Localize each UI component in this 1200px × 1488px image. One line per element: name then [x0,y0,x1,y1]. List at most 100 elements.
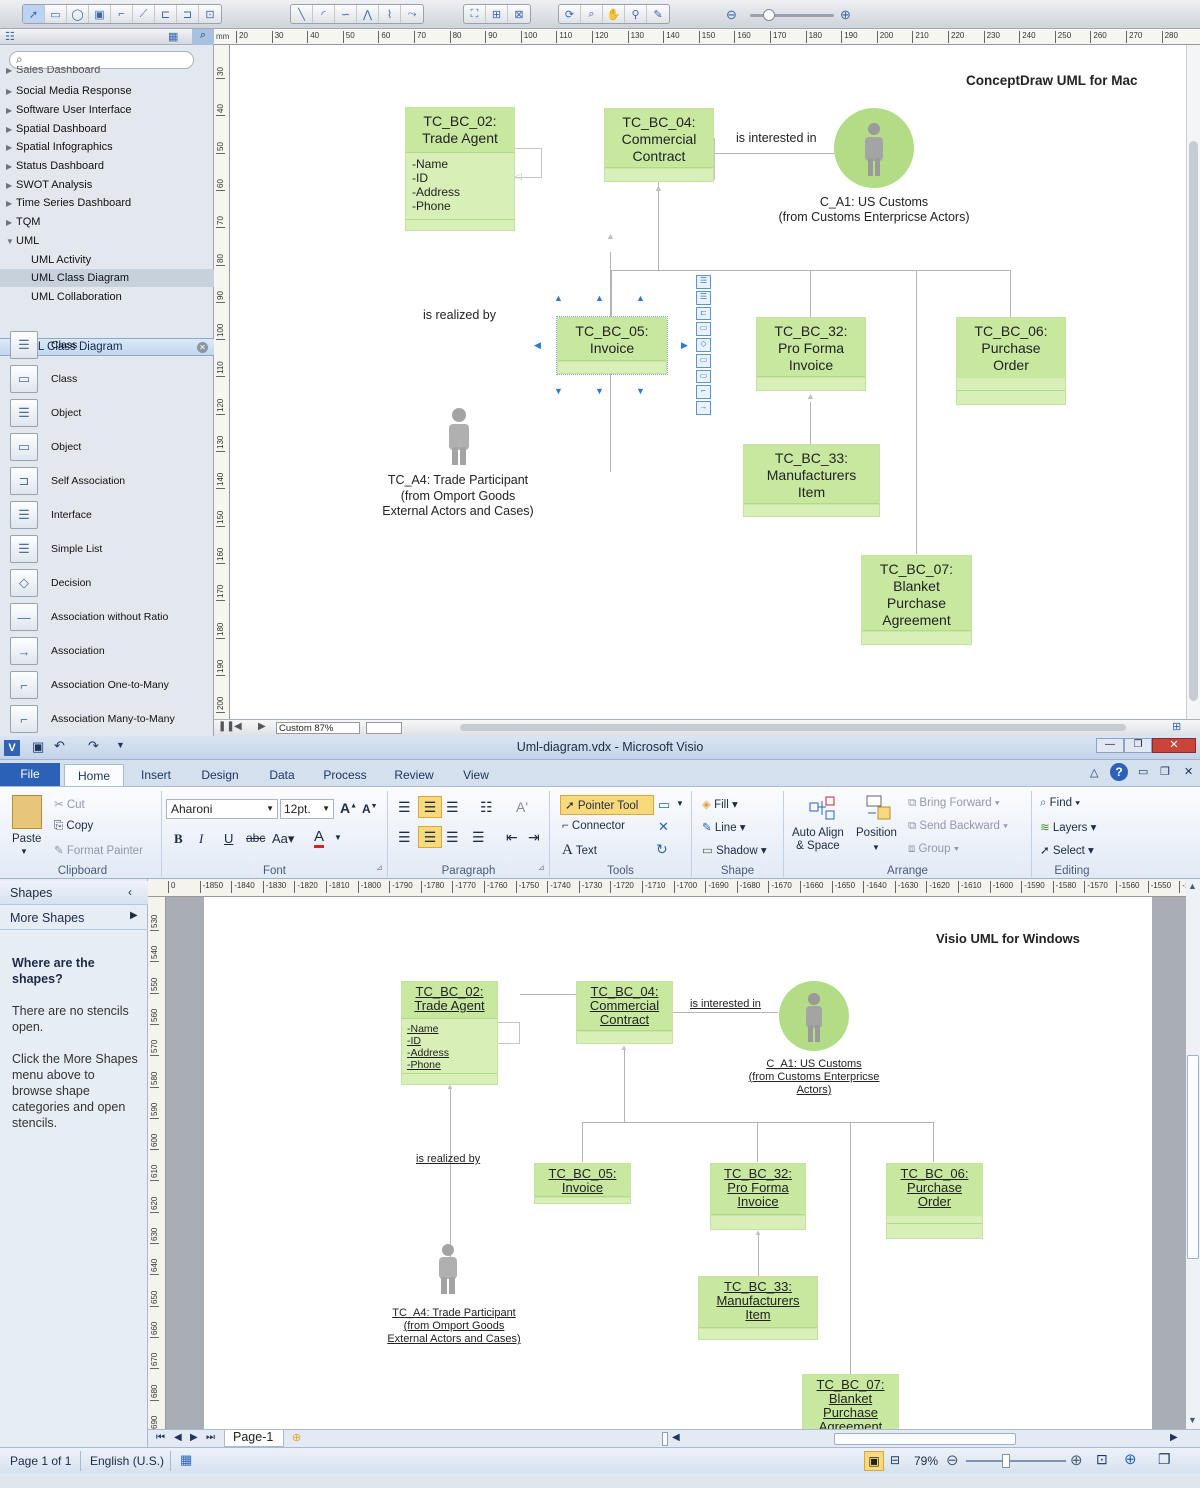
class-invoice[interactable]: TC_BC_05: Invoice [556,316,668,375]
collapse-pane-icon[interactable]: ‹ [128,885,132,899]
justify-icon[interactable]: ☰ [472,829,485,845]
class-purchase-order[interactable]: TC_BC_06: Purchase Order [956,317,1066,405]
search-icon[interactable]: ⌕ [192,29,214,45]
select-button[interactable]: ➚ Select ▾ [1040,845,1094,857]
connector-line[interactable] [1010,270,1011,318]
macro-record-icon[interactable]: ▦ [180,1452,193,1467]
redo-icon[interactable]: ↷ [88,738,99,753]
connector-line[interactable] [611,270,1011,271]
tree-item[interactable]: ▶Time Series Dashboard [6,197,132,209]
zoom-in-icon[interactable]: ⊕ [840,7,851,22]
shadow-button[interactable]: ▭ Shadow ▾ [702,845,767,857]
scroll-right-icon[interactable]: ▶ [1170,1432,1178,1443]
stencil-item[interactable]: ◇Decision [10,567,210,599]
shape-option-icon[interactable]: → [696,401,711,416]
quick-shape-palette[interactable]: ☰ ☰ ⊏ ▭ ◇ ▭ ▭ ⌐ → [696,275,711,416]
stencil-item[interactable]: →Association [10,635,210,667]
dialog-launcher-icon[interactable]: ⊿ [376,863,383,872]
fit-page-icon[interactable]: ⊞ [1172,721,1182,733]
text-tool-button[interactable]: A Text [562,842,597,858]
zoom-percent[interactable]: 79% [914,1454,939,1468]
ellipse-tool-icon[interactable]: ◯ [67,5,89,23]
actor-us-customs[interactable] [834,108,914,188]
connector-line[interactable] [450,1087,451,1293]
shape-option-icon[interactable]: ⌐ [696,385,711,400]
connector-line[interactable] [810,270,811,318]
connector-line[interactable] [624,1047,625,1123]
rectangle-dropdown-icon[interactable]: ▼ [676,799,684,808]
tab-review[interactable]: Review [394,768,434,782]
tab-process[interactable]: Process [323,768,367,782]
rectangle-tool-icon[interactable]: ▭ [658,797,671,812]
split-handle[interactable] [662,1432,668,1446]
tab-page-1[interactable]: Page-1 [224,1430,284,1447]
scroll-down-icon[interactable]: ▼ [1188,1415,1197,1425]
magnifier-icon[interactable]: ⌕ [581,5,603,23]
class-commercial-contract[interactable]: TC_BC_04: Commercial Contract [576,981,673,1044]
bold-icon[interactable]: B [174,831,183,846]
zoom-select[interactable]: Custom 87% [276,722,360,734]
dialog-launcher-icon[interactable]: ⊿ [538,863,545,872]
class-blanket-purchase-agreement[interactable]: TC_BC_07: Blanket Purchase Agreement [861,555,972,645]
format-painter-button[interactable]: ✎ Format Painter [54,845,143,857]
scroll-up-icon[interactable]: ▲ [1188,881,1197,891]
position-dropdown-icon[interactable]: ▼ [872,843,880,852]
presentation-mode-icon[interactable]: ⊟ [890,1453,901,1467]
decrease-indent-icon[interactable]: ⇤ [506,829,518,845]
resize-handle-icon[interactable]: ◀ [534,340,541,350]
class-manufacturers-item[interactable]: TC_BC_33: Manufacturers Item [698,1276,818,1340]
stencil-item[interactable]: ☰Object [10,397,210,429]
paste-button[interactable]: Paste [12,833,42,845]
align-bottom-icon[interactable]: ☰ [446,799,459,815]
stencil-item[interactable]: ☰Simple List [10,533,210,565]
grid-view-icon[interactable]: ▦ [168,31,179,43]
scroll-right-icon[interactable]: ▶ [258,721,266,732]
tree-item[interactable]: ▶Spatial Dashboard [6,123,107,135]
stencil-item[interactable]: ▭Object [10,431,210,463]
stencil-item[interactable]: —Association without Ratio [10,601,210,633]
scroll-thumb[interactable] [1187,1055,1199,1259]
zoom-out-icon[interactable]: ⊖ [946,1452,959,1469]
close-icon[interactable]: ✕ [197,342,208,353]
collapse-ribbon-icon[interactable]: △ [1090,767,1099,779]
fill-button[interactable]: ◈ Fill ▾ [702,799,738,811]
zoom-page-icon[interactable]: ⊞ [486,5,508,23]
shape-option-icon[interactable]: ☰ [696,275,711,289]
position-button[interactable]: Position [856,827,897,839]
zoom-slider-knob[interactable] [763,9,775,21]
close-icon[interactable]: ✕ [1152,738,1196,753]
actor-trade-participant[interactable] [444,407,474,467]
connector-line[interactable] [916,270,917,554]
tree-sub-item-selected[interactable]: UML Class Diagram [0,269,214,287]
horizontal-scroll-thumb[interactable] [834,1433,1016,1445]
paste-dropdown-icon[interactable]: ▼ [20,847,28,856]
font-color-icon[interactable]: A [314,829,325,848]
tab-file[interactable]: File [0,763,60,786]
tree-sub-item[interactable]: UML Collaboration [31,291,122,303]
line-tool-icon[interactable]: ╲ [291,5,313,23]
chain-tool-icon[interactable]: ⊐ [177,5,199,23]
font-size-select[interactable]: 12pt.▼ [280,799,334,819]
connector-line[interactable] [672,1012,778,1013]
self-association-line[interactable] [515,148,542,178]
visio-drawing-page[interactable]: Visio UML for Windows ▲ ▲ ▲ TC_BC_02: Tr… [204,897,1152,1452]
visio-logo-icon[interactable]: V [4,740,20,756]
hand-tool-icon[interactable]: ✋ [603,5,625,23]
tree-sub-item[interactable]: UML Activity [31,254,92,266]
tree-item[interactable]: ▶TQM [6,216,41,228]
resize-handle-icon[interactable]: ▼ [554,386,563,396]
bezier-tool-icon[interactable]: ⌇ [379,5,401,23]
doc-restore-icon[interactable]: ❐ [1160,766,1170,778]
zoom-slider[interactable] [966,1460,1066,1462]
resize-handle-icon[interactable]: ▲ [636,293,645,303]
actor-trade-participant[interactable] [434,1243,462,1295]
class-trade-agent[interactable]: TC_BC_02: Trade Agent -Name -ID -Address… [405,107,515,231]
stencil-item[interactable]: ☰Class [10,329,210,361]
pointer-tool-icon[interactable]: ➚ [23,5,45,23]
doc-minimize-icon[interactable]: ▭ [1138,766,1149,778]
strikethrough-icon[interactable]: abc [246,831,266,845]
resize-handle-icon[interactable]: ▲ [595,293,604,303]
stencil-header[interactable]: UML Class Diagram✕ [0,338,214,356]
switch-windows-icon[interactable]: ❐ [1158,1451,1171,1467]
shape-option-icon[interactable]: ◇ [696,338,711,352]
